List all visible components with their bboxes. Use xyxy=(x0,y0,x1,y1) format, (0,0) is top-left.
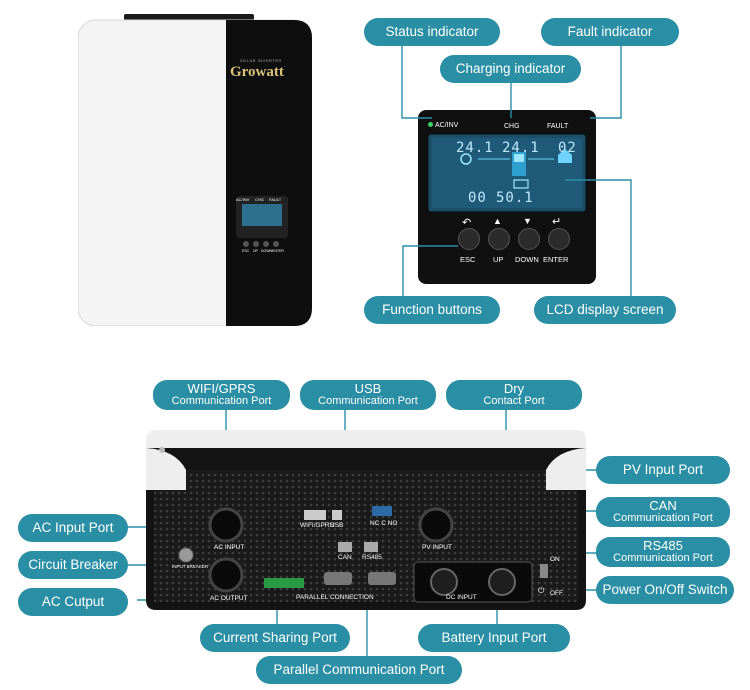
callout-can-l2: Communication Port xyxy=(613,512,713,525)
callout-current-sharing: Current Sharing Port xyxy=(200,624,350,652)
callout-charging-indicator: Charging indicator xyxy=(440,55,581,83)
display-panel: AC/INV CHG FAULT 24.1 24.1 02 00 50.1 ↶ … xyxy=(418,110,596,284)
lcd-bottom-mid-value: 50.1 xyxy=(496,190,534,206)
inverter-front-illustration xyxy=(77,14,313,327)
callout-status-indicator: Status indicator xyxy=(364,18,500,46)
port-label-parallel: PARALLEL CONNECTION xyxy=(296,594,374,601)
enter-icon: ↵ xyxy=(552,216,562,228)
callout-wifi-l1: WIFI/GPRS xyxy=(187,381,256,397)
enter-button[interactable] xyxy=(548,228,570,250)
callout-parallel-communication: Parallel Communication Port xyxy=(256,656,462,684)
port-label-pv-input: PV INPUT xyxy=(422,544,452,551)
lcd-top-left-value: 24.1 xyxy=(456,140,494,156)
callout-dry-contact: Dry Contact Port xyxy=(446,380,582,410)
lcd-top-right-value: 02 xyxy=(558,140,577,156)
power-icon: ⏻ xyxy=(538,586,545,595)
inverter-tagline: SOLAR INVERTER xyxy=(240,58,282,63)
line-fault xyxy=(590,44,622,119)
down-label: DOWN xyxy=(515,255,539,264)
callout-lcd-display: LCD display screen xyxy=(534,296,676,324)
port-label-breaker: INPUT BREAKER xyxy=(172,564,209,569)
mini-indicator-chg: CHG xyxy=(255,197,264,202)
callout-dry-l1: Dry xyxy=(503,381,525,397)
callout-power-switch: Power On/Off Switch xyxy=(596,576,734,604)
callout-can-l1: CAN xyxy=(649,498,677,514)
line-function xyxy=(402,245,458,300)
enter-label: ENTER xyxy=(543,255,569,264)
port-label-wifi: WIFI/GPRS xyxy=(300,522,334,529)
port-label-can: CAN xyxy=(338,554,352,561)
callout-usb-l1: USB xyxy=(354,381,382,397)
callout-rs485-l2: Communication Port xyxy=(613,552,713,565)
port-label-ac-input: AC INPUT xyxy=(214,544,245,551)
up-button[interactable] xyxy=(488,228,510,250)
callout-wifi-gprs: WIFI/GPRS Communication Port xyxy=(153,380,290,410)
callout-fault-indicator: Fault indicator xyxy=(541,18,679,46)
callout-usb-l2: Communication Port xyxy=(318,395,418,408)
inverter-bottom-illustration xyxy=(146,430,586,610)
switch-label-off: OFF xyxy=(550,590,563,597)
line-status xyxy=(401,44,432,119)
mini-indicator-fault: FAULT xyxy=(269,197,282,202)
callout-rs485-l1: RS485 xyxy=(643,538,683,554)
callout-battery-input: Battery Input Port xyxy=(418,624,570,652)
indicator-fault: FAULT xyxy=(547,123,569,130)
callout-dry-l2: Contact Port xyxy=(483,395,545,408)
port-label-ac-output: AC OUTPUT xyxy=(210,595,248,602)
inverter-front: Growatt SOLAR INVERTER AC/INV CHG FAULT … xyxy=(77,14,313,327)
inverter-bottom: WIFI/GPRS USB NC C NO AC INPUT CAN RS485… xyxy=(146,430,586,610)
callout-circuit-breaker: Circuit Breaker xyxy=(18,551,128,579)
ac-inv-led-icon xyxy=(428,122,433,127)
callout-can: CAN Communication Port xyxy=(596,497,730,527)
down-button[interactable] xyxy=(518,228,540,250)
mini-btn-enter: ENTER xyxy=(272,249,284,253)
mini-btn-esc: ESC xyxy=(242,249,250,253)
lcd-bottom-left-value: 00 xyxy=(468,190,487,206)
callout-function-buttons: Function buttons xyxy=(364,296,500,324)
callout-pv-input: PV Input Port xyxy=(596,456,730,484)
up-arrow-icon: ▲ xyxy=(493,216,502,226)
callout-ac-output: AC Cutput xyxy=(18,588,128,616)
callout-usb: USB Communication Port xyxy=(300,380,436,410)
ac-inv-label: AC/INV xyxy=(435,122,459,129)
lcd-top-mid-value: 24.1 xyxy=(502,140,540,156)
up-label: UP xyxy=(493,255,504,264)
esc-button[interactable] xyxy=(458,228,480,250)
mini-indicator-ac: AC/INV xyxy=(236,197,250,202)
port-label-dc-input: DC INPUT xyxy=(446,594,477,601)
callout-wifi-l2: Communication Port xyxy=(171,395,272,408)
port-label-dry: NC C NO xyxy=(370,520,398,527)
mini-btn-down: DOWN xyxy=(261,249,273,253)
line-lcd xyxy=(565,179,632,296)
callout-ac-input: AC Input Port xyxy=(18,514,128,542)
return-icon: ↶ xyxy=(462,217,472,229)
esc-label: ESC xyxy=(460,255,476,264)
down-arrow-icon: ▼ xyxy=(523,216,532,226)
inverter-logo: Growatt xyxy=(230,64,284,80)
callout-rs485: RS485 Communication Port xyxy=(596,537,730,567)
mini-btn-up: UP xyxy=(253,249,258,253)
indicator-ac-inv: AC/INV xyxy=(428,122,458,129)
switch-label-on: ON xyxy=(550,556,560,563)
port-label-usb: USB xyxy=(330,522,344,529)
port-label-rs485: RS485 xyxy=(362,554,382,561)
indicator-chg: CHG xyxy=(504,123,520,130)
